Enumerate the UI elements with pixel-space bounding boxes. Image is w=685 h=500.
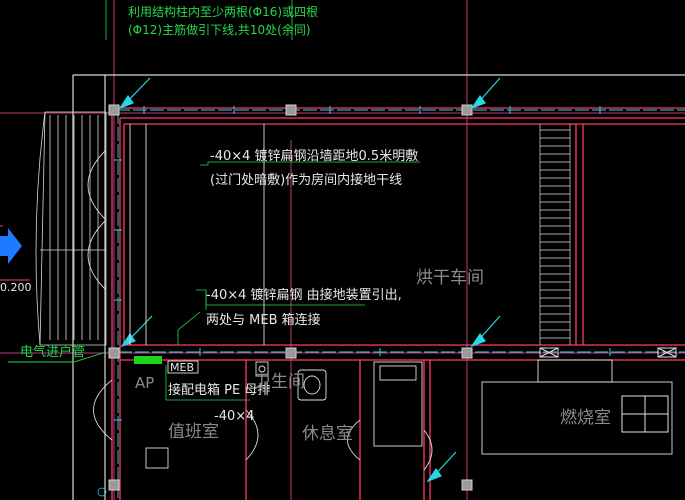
room-duty: 值班室 (168, 422, 219, 442)
ap-label: AP (135, 374, 155, 392)
toilet-icon (255, 361, 327, 401)
level-label: 0.200 (0, 281, 32, 294)
bottom-grid (97, 487, 107, 497)
pe-size: -40×4 (214, 409, 255, 424)
meb-label: MEB (170, 361, 194, 374)
chair-icon (145, 447, 169, 469)
doors (87, 149, 433, 471)
conductor-ticks (114, 106, 611, 421)
bed-icon (373, 361, 423, 447)
pe-note: 接配电箱 PE 母排 (168, 383, 271, 398)
note-earthing-1: -40×4 镀锌扁钢沿墙距地0.5米明敷 (210, 149, 419, 164)
earthing-conductor (116, 109, 685, 500)
boiler-equipment (481, 359, 673, 455)
inner-walls (129, 124, 265, 345)
elec-entry-label: 电气进户管 (20, 345, 86, 360)
walls (111, 107, 685, 500)
room-toilet: 卫生间 (254, 372, 305, 392)
downconductor-arrow-icon (118, 77, 501, 483)
column-icon (108, 104, 473, 491)
note-earthing-2: (过门处暗敷)作为房间内接地干线 (210, 173, 403, 188)
note-downconductor-2: (Φ12)主筋做引下线,共10处(余同) (128, 23, 311, 37)
note-downconductor-1: 利用结构柱内至少两根(Φ16)或四根 (128, 5, 319, 19)
electric-entry-pipe (8, 351, 107, 363)
meb-box (134, 356, 199, 374)
room-workshop: 烘干车间 (416, 268, 484, 288)
right-stairs (539, 124, 571, 345)
note-earthing-3: -40×4 镀锌扁钢 由接地装置引出, (206, 288, 402, 303)
room-rest: 休息室 (302, 424, 353, 444)
entry-arrow-icon (0, 228, 22, 264)
room-boiler: 燃烧室 (560, 408, 611, 428)
wall-cross-marks (539, 347, 677, 358)
building-outline (72, 74, 685, 500)
entry-ramp (35, 111, 107, 346)
level-marks (0, 225, 30, 281)
window-icon (621, 395, 669, 433)
note-earthing-4: 两处与 MEB 箱连接 (206, 313, 321, 328)
